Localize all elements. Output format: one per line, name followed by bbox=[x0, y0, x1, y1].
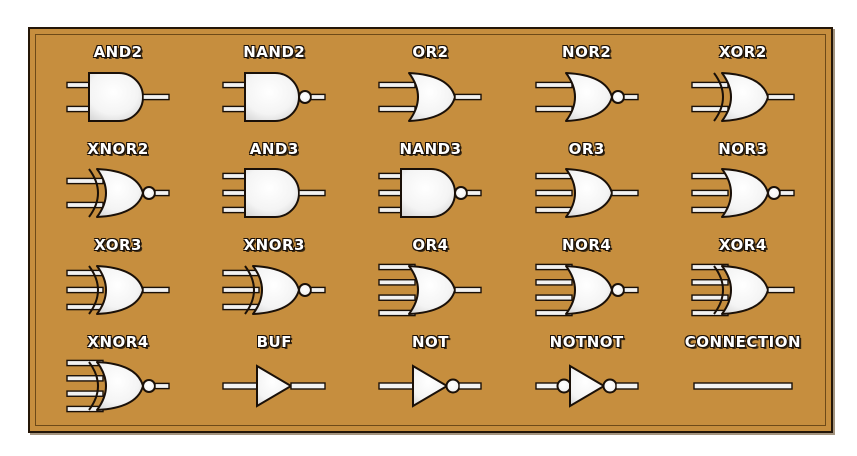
nor3-gate-icon[interactable] bbox=[665, 157, 821, 231]
symbol-label: OR3 bbox=[568, 139, 605, 158]
symbol-label: XNOR3 bbox=[243, 236, 305, 254]
xnor2-gate-icon[interactable] bbox=[40, 157, 196, 231]
symbol-cell-xor4[interactable]: XOR4 bbox=[665, 230, 821, 327]
symbol-cell-notnot[interactable]: NOTNOT bbox=[509, 327, 665, 424]
or3-gate-icon[interactable] bbox=[509, 157, 665, 231]
symbol-cell-or4[interactable]: OR4 bbox=[352, 230, 508, 327]
symbol-label: NOR3 bbox=[718, 139, 768, 158]
symbol-label: NAND3 bbox=[399, 139, 462, 158]
nand3-gate-icon[interactable] bbox=[352, 157, 508, 231]
symbol-label: AND3 bbox=[249, 139, 299, 158]
symbol-cell-nor4[interactable]: NOR4 bbox=[509, 230, 665, 327]
symbol-label: AND2 bbox=[93, 43, 143, 61]
symbol-cell-buf[interactable]: BUF bbox=[196, 327, 352, 424]
symbol-cell-nor3[interactable]: NOR3 bbox=[665, 134, 821, 231]
inverter-icon[interactable] bbox=[352, 350, 508, 424]
symbol-label: XNOR4 bbox=[87, 332, 149, 351]
xnor4-gate-icon[interactable] bbox=[40, 350, 196, 424]
symbol-label: NAND2 bbox=[243, 43, 306, 61]
and3-gate-icon[interactable] bbox=[196, 157, 352, 231]
symbol-label: XNOR2 bbox=[87, 139, 149, 158]
symbol-cell-or3[interactable]: OR3 bbox=[509, 134, 665, 231]
symbol-label: NOTNOT bbox=[549, 332, 624, 351]
symbol-cell-and2[interactable]: AND2 bbox=[40, 37, 196, 134]
nor2-gate-icon[interactable] bbox=[509, 60, 665, 134]
symbol-label: NOT bbox=[411, 332, 450, 351]
nand2-gate-icon[interactable] bbox=[196, 60, 352, 134]
or2-gate-icon[interactable] bbox=[352, 60, 508, 134]
symbol-cell-nor2[interactable]: NOR2 bbox=[509, 37, 665, 134]
symbol-cell-connection[interactable]: CONNECTION bbox=[665, 327, 821, 424]
symbol-cell-nand2[interactable]: NAND2 bbox=[196, 37, 352, 134]
xor2-gate-icon[interactable] bbox=[665, 60, 821, 134]
symbol-label: XOR3 bbox=[94, 236, 142, 254]
or4-gate-icon[interactable] bbox=[352, 253, 508, 327]
nor4-gate-icon[interactable] bbox=[509, 253, 665, 327]
symbol-label: OR2 bbox=[412, 43, 449, 61]
xor3-gate-icon[interactable] bbox=[40, 253, 196, 327]
symbol-label: BUF bbox=[256, 332, 292, 351]
symbol-cell-and3[interactable]: AND3 bbox=[196, 134, 352, 231]
symbol-cell-xor3[interactable]: XOR3 bbox=[40, 230, 196, 327]
symbol-cell-or2[interactable]: OR2 bbox=[352, 37, 508, 134]
symbol-label: NOR4 bbox=[562, 236, 612, 254]
and2-gate-icon[interactable] bbox=[40, 60, 196, 134]
symbol-cell-nand3[interactable]: NAND3 bbox=[352, 134, 508, 231]
symbol-cell-xnor3[interactable]: XNOR3 bbox=[196, 230, 352, 327]
symbol-label: XOR2 bbox=[719, 43, 767, 61]
xnor3-gate-icon[interactable] bbox=[196, 253, 352, 327]
symbol-cell-not[interactable]: NOT bbox=[352, 327, 508, 424]
double-inverter-icon[interactable] bbox=[509, 350, 665, 424]
symbol-cell-xnor4[interactable]: XNOR4 bbox=[40, 327, 196, 424]
symbol-label: CONNECTION bbox=[684, 332, 802, 351]
symbol-label: XOR4 bbox=[719, 236, 767, 254]
buffer-icon[interactable] bbox=[196, 350, 352, 424]
connection-wire-icon[interactable] bbox=[665, 350, 821, 424]
symbol-label: NOR2 bbox=[562, 43, 612, 61]
symbol-cell-xnor2[interactable]: XNOR2 bbox=[40, 134, 196, 231]
symbol-label: OR4 bbox=[412, 236, 449, 254]
symbol-cell-xor2[interactable]: XOR2 bbox=[665, 37, 821, 134]
xor4-gate-icon[interactable] bbox=[665, 253, 821, 327]
